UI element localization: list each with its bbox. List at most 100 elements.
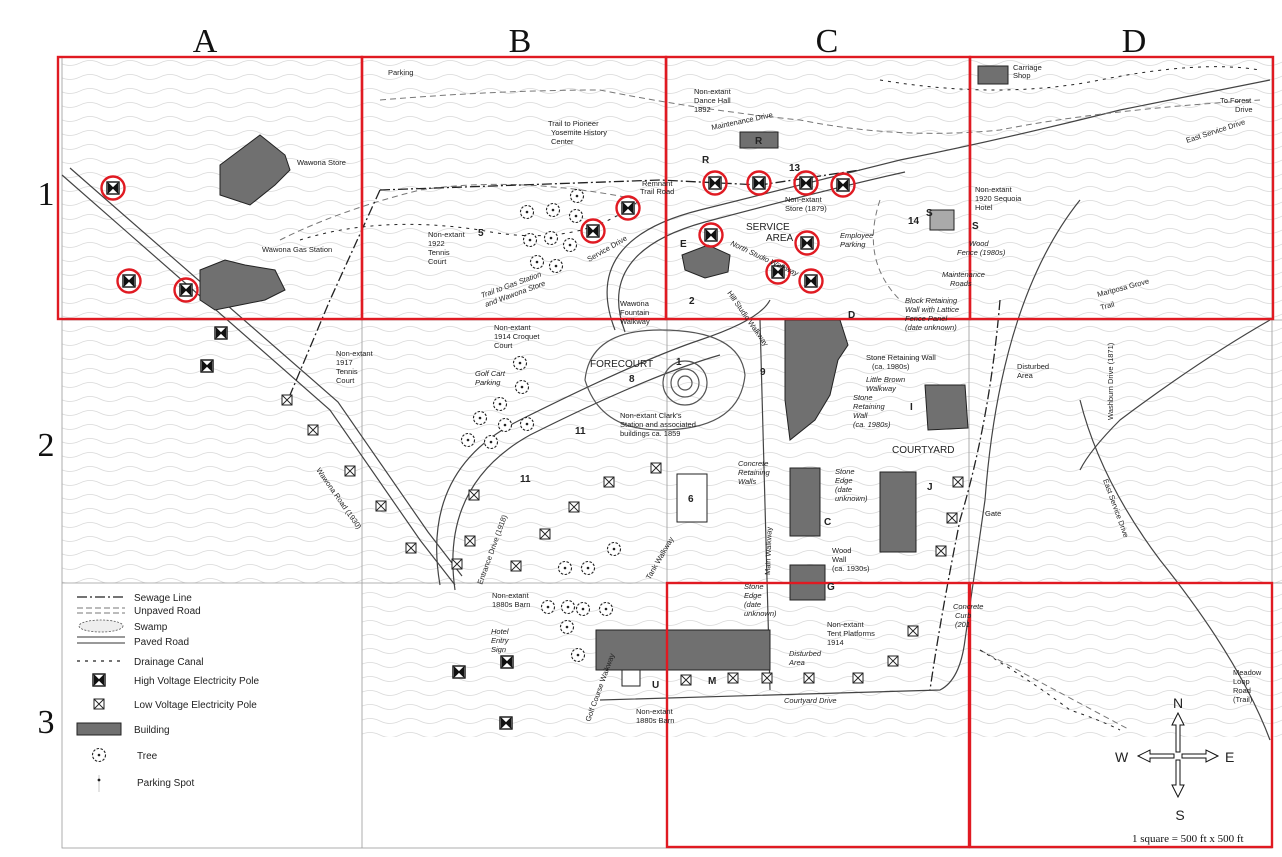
unpaved-road-icon bbox=[77, 607, 125, 614]
label-service-area-1: SERVICE bbox=[746, 222, 790, 233]
label-meadow-3: Road bbox=[1233, 686, 1251, 695]
label-11b: 11 bbox=[520, 474, 531, 485]
column-heading-b: B bbox=[509, 23, 532, 60]
building-i bbox=[924, 384, 969, 431]
label-remnant-1: Remnant bbox=[642, 179, 673, 188]
building-6 bbox=[676, 473, 708, 523]
label-r-big: R bbox=[755, 136, 763, 147]
label-concrete-curb-1: Concrete bbox=[953, 602, 983, 611]
highlight-box-d1 bbox=[968, 55, 1275, 321]
west-arrow-icon bbox=[1136, 749, 1175, 763]
compass-w: W bbox=[1115, 749, 1129, 765]
label-u: U bbox=[652, 680, 659, 691]
label-concrete-curb-3: (201 bbox=[955, 620, 970, 629]
label-barn-2: 1880s Barn bbox=[492, 600, 530, 609]
label-meadow-4: (Trail) bbox=[1233, 695, 1253, 704]
label-meadow-2: Loop bbox=[1233, 677, 1250, 686]
building-icon bbox=[76, 722, 122, 736]
building-r bbox=[739, 131, 779, 149]
low-voltage-pole-icon bbox=[93, 698, 105, 710]
label-block-wall-1: Block Retaining bbox=[905, 296, 958, 305]
label-concrete-2: Retaining bbox=[738, 468, 771, 477]
label-carriage-1: Carriage bbox=[1013, 63, 1042, 72]
unpaved-roads bbox=[279, 89, 1261, 731]
label-concrete-curb-2: Curb bbox=[955, 611, 971, 620]
label-stone-wall-1: Stone Retaining Wall bbox=[866, 353, 936, 362]
label-r-small: R bbox=[702, 155, 710, 166]
svg-text:Parking Spot: Parking Spot bbox=[137, 778, 194, 789]
label-11a: 11 bbox=[575, 426, 586, 437]
label-little-brown-2: Walkway bbox=[866, 384, 897, 393]
label-tent-2: Tent Platforms bbox=[827, 629, 875, 638]
label-remnant-2: Trail Road bbox=[640, 187, 674, 196]
legend-item-building: Building bbox=[76, 722, 170, 736]
row-heading-2: 2 bbox=[38, 427, 55, 464]
label-tennis1917-4: Court bbox=[336, 376, 355, 385]
label-sequoia-2: 1920 Sequoia bbox=[975, 194, 1022, 203]
label-emp-parking-1: Employee bbox=[840, 231, 873, 240]
svg-text:Sewage Line: Sewage Line bbox=[134, 593, 192, 604]
label-fountain-2: Fountain bbox=[620, 308, 649, 317]
label-croquet-1: Non-extant bbox=[494, 323, 532, 332]
label-stone-edge-2: Edge bbox=[835, 476, 853, 485]
label-stone-wall2-3: Wall bbox=[853, 411, 868, 420]
label-stone-edge3-1: Stone bbox=[744, 582, 764, 591]
svg-text:Unpaved Road: Unpaved Road bbox=[134, 606, 201, 617]
label-clark-3: buildings ca. 1859 bbox=[620, 429, 680, 438]
svg-text:Drainage Canal: Drainage Canal bbox=[134, 657, 204, 668]
column-heading-a: A bbox=[193, 23, 218, 60]
label-stone-edge3-3: (date bbox=[744, 600, 761, 609]
label-tennis1917-2: 1917 bbox=[336, 358, 353, 367]
label-clark-1: Non-extant Clark's bbox=[620, 411, 682, 420]
label-wawona-store: Wawona Store bbox=[297, 158, 346, 167]
building-m bbox=[595, 629, 771, 671]
label-disturbed-1: Disturbed bbox=[1017, 362, 1049, 371]
label-stone-edge-1: Stone bbox=[835, 467, 855, 476]
label-fountain-3: Walkway bbox=[620, 317, 650, 326]
legend-item-high-voltage-pole: High Voltage Electricity Pole bbox=[92, 673, 260, 687]
label-tent-1: Non-extant bbox=[827, 620, 865, 629]
label-s1: S bbox=[926, 208, 933, 219]
label-forest-1: To Forest bbox=[1220, 96, 1252, 105]
label-tent-3: 1914 bbox=[827, 638, 844, 647]
label-d: D bbox=[848, 310, 855, 321]
legend-item-low-voltage-pole: Low Voltage Electricity Pole bbox=[93, 698, 257, 711]
highlight-boxes bbox=[56, 55, 1275, 849]
label-clark-2: Station and associated bbox=[620, 420, 696, 429]
label-dance-1: Non-extant bbox=[694, 87, 732, 96]
tree-icon bbox=[91, 747, 107, 763]
legend-item-tree: Tree bbox=[91, 747, 158, 763]
legend-item-swamp: Swamp bbox=[78, 619, 168, 633]
label-golf-cart-2: Parking bbox=[475, 378, 501, 387]
label-wood-wall-2: Wall bbox=[832, 555, 847, 564]
building-carriage-shop bbox=[977, 65, 1009, 85]
label-9: 9 bbox=[760, 367, 766, 378]
label-disturbed-2: Area bbox=[1017, 371, 1034, 380]
label-concrete-3: Walls bbox=[738, 477, 756, 486]
label-disturbed3-1: Disturbed bbox=[789, 649, 822, 658]
label-tennis1917-1: Non-extant bbox=[336, 349, 374, 358]
label-8: 8 bbox=[629, 374, 635, 385]
label-concrete-1: Concrete bbox=[738, 459, 768, 468]
label-wood-wall-1: Wood bbox=[832, 546, 851, 555]
label-wood-wall-3: (ca. 1930s) bbox=[832, 564, 870, 573]
forecourt-loop bbox=[584, 329, 746, 431]
label-g: G bbox=[827, 582, 835, 593]
label-store1879-1: Non-extant bbox=[785, 195, 823, 204]
north-arrow-icon bbox=[1171, 711, 1185, 753]
scale-note: 1 square = 500 ft x 500 ft bbox=[1132, 833, 1244, 845]
swamp-icon bbox=[78, 619, 124, 633]
compass-s: S bbox=[1175, 807, 1184, 823]
label-barn2-1: Non-extant bbox=[636, 707, 674, 716]
label-hotel-sign-1: Hotel bbox=[491, 627, 509, 636]
label-main-walkway: Main Walkway bbox=[763, 526, 774, 575]
svg-text:High Voltage Electricity Pole: High Voltage Electricity Pole bbox=[134, 676, 260, 687]
label-block-wall-2: Wall with Lattice bbox=[905, 305, 959, 314]
label-stone-edge-4: unknown) bbox=[835, 494, 868, 503]
label-m: M bbox=[708, 676, 716, 687]
label-trail-pioneer-1: Trail to Pioneer bbox=[548, 119, 599, 128]
label-stone-edge3-4: unknown) bbox=[744, 609, 777, 618]
label-washburn: Washburn Drive (1871) bbox=[1106, 342, 1115, 420]
building-14 bbox=[929, 209, 955, 231]
